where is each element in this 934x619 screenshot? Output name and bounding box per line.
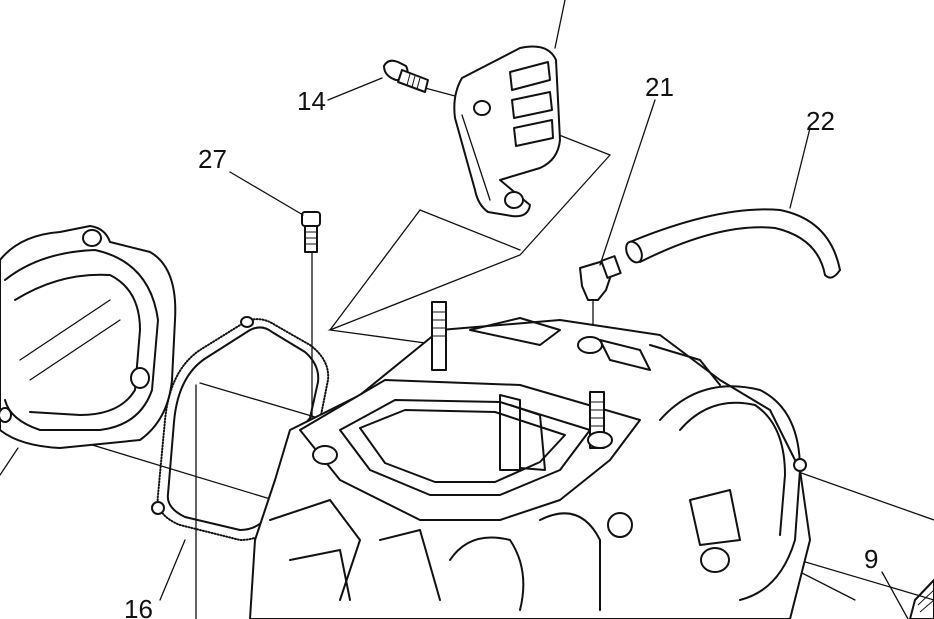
label-16: 16 bbox=[124, 594, 153, 619]
label-9: 9 bbox=[864, 544, 878, 574]
label-21: 21 bbox=[645, 72, 674, 102]
side-cover bbox=[0, 225, 177, 476]
label-14: 14 bbox=[297, 86, 326, 116]
chain-guard-bracket bbox=[453, 0, 566, 218]
bolt-14 bbox=[383, 59, 429, 93]
label-27: 27 bbox=[198, 144, 227, 174]
part-9 bbox=[881, 571, 934, 619]
label-22: 22 bbox=[806, 106, 835, 136]
elbow-fitting-21 bbox=[579, 255, 622, 301]
label-leaders bbox=[229, 77, 811, 266]
bolt-27 bbox=[301, 211, 321, 253]
crankcase bbox=[249, 301, 811, 619]
breather-hose-22 bbox=[625, 208, 841, 279]
